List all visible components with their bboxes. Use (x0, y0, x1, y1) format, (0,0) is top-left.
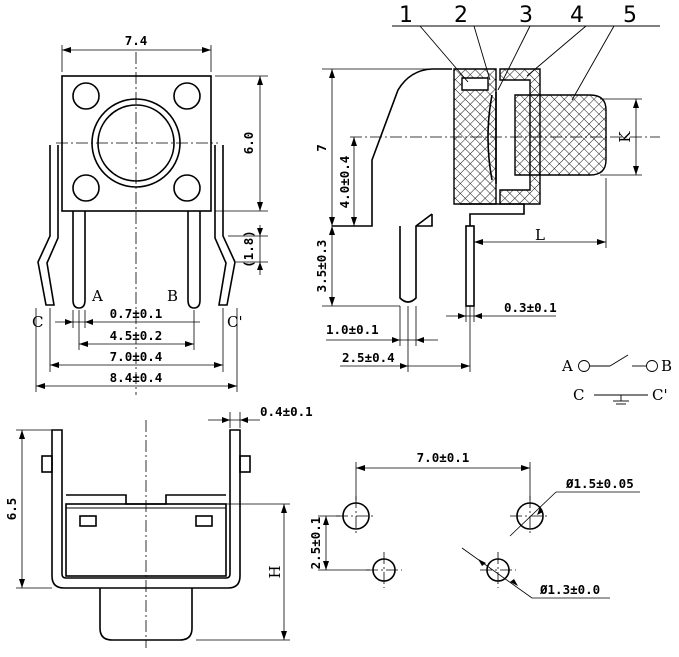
corner-boss-br (173, 174, 201, 202)
hole-large-label: Ø1.5±0.05 (565, 476, 634, 491)
switch-terminal-a (578, 360, 590, 372)
corner-boss-tl (72, 82, 100, 110)
leader-hole-large (509, 491, 557, 537)
callout-2: 2 (454, 3, 468, 28)
pin-a-label: A (91, 287, 103, 305)
schematic-a-label: A (561, 357, 573, 375)
dim-lead-bend-label: 1.0±0.1 (326, 322, 379, 337)
dim-width-label: 7.4 (125, 33, 148, 48)
dim-center-height-label: 4.0±0.4 (337, 156, 352, 209)
pin-c2-label: C' (227, 313, 243, 331)
frame-leg-c2 (214, 145, 236, 306)
dim-hole-spacing-y-label: 2.5±0.1 (308, 517, 323, 570)
hole-small-label: Ø1.3±0.0 (539, 582, 600, 597)
contact-slot-left (79, 515, 97, 527)
frame-leg-c (37, 145, 59, 306)
side-lead-a (465, 225, 475, 307)
schematic: A B C C' (561, 354, 672, 405)
dome-contact (487, 94, 493, 181)
dim-lead-length-label: 3.5±0.3 (314, 240, 329, 293)
dim-lead-offset-label: (1.8) (241, 230, 256, 268)
pin-c-label: C (32, 313, 43, 331)
dim-bottom-lead-label: 0.4±0.1 (260, 404, 313, 419)
front-view: A B C C' 7.4 6.0 (1.8) 0.7±0.1 4.5±0.2 (32, 33, 268, 395)
dim-actuator-height-label: K (616, 131, 634, 143)
schematic-b-label: B (661, 357, 672, 375)
switch-terminal-b (646, 360, 658, 372)
callout-4: 4 (570, 3, 584, 28)
actuator-section (514, 94, 607, 176)
callout-3: 3 (519, 3, 533, 28)
pin-b (187, 211, 201, 309)
switch-body-outline (61, 75, 212, 212)
dim-pin-spacing-inner-label: 4.5±0.2 (110, 328, 163, 343)
frame-tab-left (41, 455, 53, 473)
callout-5: 5 (623, 3, 637, 28)
leader-hole-small (461, 547, 533, 599)
pcb-layout: 7.0±0.1 2.5±0.1 Ø1.5±0.05 Ø1.3±0.0 (308, 450, 640, 599)
dim-pin-spacing-ab-label: 7.0±0.4 (110, 349, 163, 364)
dim-hole-spacing-x-label: 7.0±0.1 (417, 450, 470, 465)
dim-lead-thickness-label: 0.3±0.1 (504, 300, 557, 315)
dim-pin-width-label: 0.7±0.1 (110, 306, 163, 321)
side-lead-c (399, 213, 433, 303)
dim-overall-width-label: 8.4±0.4 (110, 370, 163, 385)
dim-lead-pitch-label: 2.5±0.4 (342, 350, 395, 365)
housing-section (453, 68, 497, 205)
dim-actuator-length-label: L (535, 226, 545, 244)
switch-blade (609, 354, 629, 367)
callout-1: 1 (399, 3, 413, 28)
frame-tab-right (239, 455, 251, 473)
dim-bottom-height-label: 6.5 (4, 498, 19, 521)
dim-height-label: 6.0 (241, 132, 256, 155)
schematic-c2-label: C' (652, 386, 668, 404)
corner-boss-bl (72, 174, 100, 202)
contact-slot-right (195, 515, 213, 527)
dim-actuator-h-label: H (266, 565, 284, 578)
bottom-frame-outline (51, 429, 241, 589)
pin-a (72, 211, 86, 309)
corner-boss-tr (173, 82, 201, 110)
schematic-c-label: C (573, 386, 584, 404)
dim-total-height-label: 7 (314, 144, 329, 152)
bottom-view: 6.5 0.4±0.1 H (4, 404, 313, 648)
pin-b-label: B (167, 287, 178, 305)
side-view: 1 2 3 4 5 7 4.0±0.4 (314, 3, 660, 372)
